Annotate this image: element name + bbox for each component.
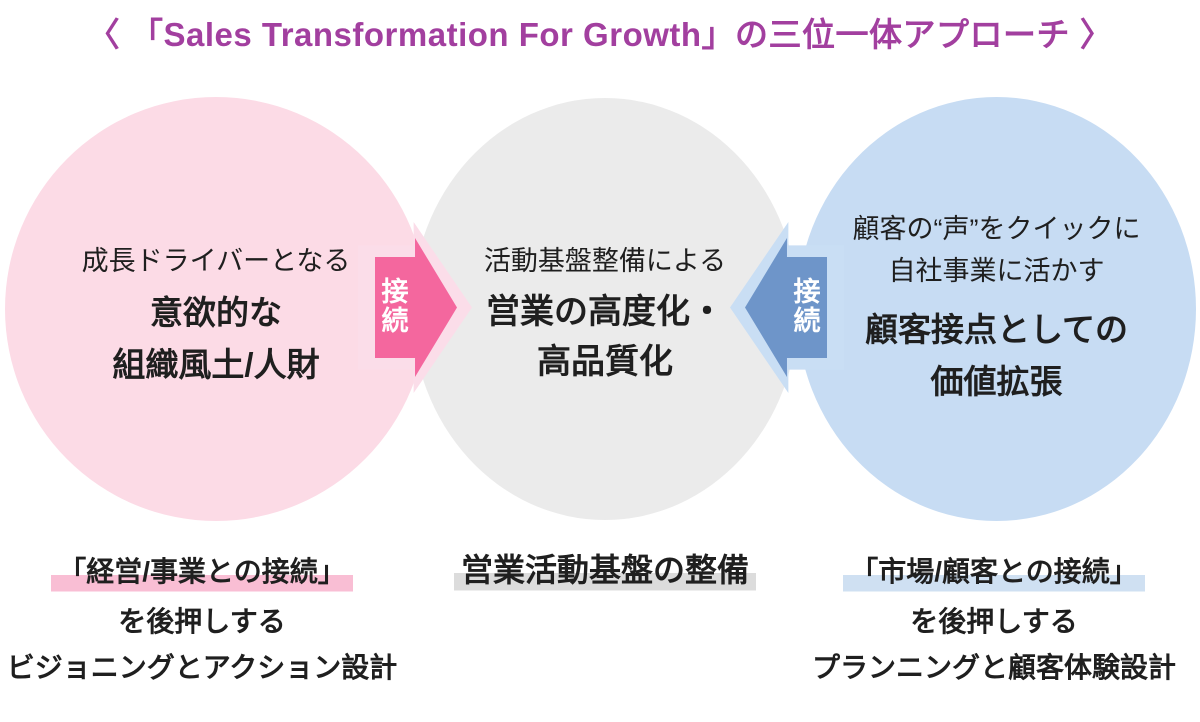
organization-subtitle: 成長ドライバーとなる	[81, 246, 351, 276]
circle-customer	[797, 97, 1196, 521]
caption-customer: 「市場/顧客との接続」 を後押しする プランニングと顧客体験設計	[788, 551, 1200, 691]
caption-sales-foundation: 営業活動基盤の整備	[412, 548, 798, 592]
caption-customer-line-3: プランニングと顧客体験設計	[811, 652, 1176, 683]
circle-text-organization: 成長ドライバーとなる 意欲的な 組織風土/人財	[5, 241, 427, 391]
circle-text-sales-foundation: 活動基盤整備による 営業の高度化・ 高品質化	[412, 241, 798, 387]
connector-right-char-2: 続	[793, 306, 821, 337]
organization-main-line-1: 意欲的な	[150, 294, 282, 331]
caption-organization-highlight: 「経営/事業との接続」	[51, 551, 353, 593]
sales-foundation-main-line-2: 高品質化	[537, 343, 673, 381]
caption-organization-highlight-line: 「経営/事業との接続」	[0, 551, 412, 593]
connector-right-char-1: 接	[793, 277, 821, 308]
caption-organization-line-2: を後押しする	[118, 606, 286, 637]
connector-left-char-2: 続	[381, 306, 409, 337]
caption-organization: 「経営/事業との接続」 を後押しする ビジョニングとアクション設計	[0, 551, 412, 691]
circle-organization	[5, 97, 427, 521]
sales-foundation-subtitle: 活動基盤整備による	[483, 246, 727, 276]
caption-customer-highlight-line: 「市場/顧客との接続」	[788, 551, 1200, 593]
connector-right-label: 接 続	[787, 257, 827, 358]
customer-main-line-1: 顧客接点としての	[864, 311, 1128, 348]
caption-sales-foundation-highlight-line: 営業活動基盤の整備	[412, 548, 798, 592]
connector-left-label: 接 続	[375, 257, 415, 358]
connector-left-char-1: 接	[381, 277, 409, 308]
customer-main-line-2: 価値拡張	[930, 363, 1063, 400]
circle-text-customer: 顧客の“声”をクイックに 自社事業に活かす 顧客接点としての 価値拡張	[797, 208, 1196, 408]
diagram-title: 〈 「Sales Transformation For Growth」の三位一体…	[86, 16, 1114, 53]
caption-customer-highlight: 「市場/顧客との接続」	[843, 551, 1145, 593]
organization-main-line-2: 組織風土/人財	[112, 346, 320, 383]
sales-foundation-main-line-1: 営業の高度化・	[486, 293, 724, 331]
caption-customer-line-2: を後押しする	[910, 606, 1078, 637]
customer-subtitle-line-1: 顧客の“声”をクイックに	[852, 214, 1141, 244]
caption-sales-foundation-highlight: 営業活動基盤の整備	[453, 548, 756, 592]
customer-subtitle-line-2: 自社事業に活かす	[888, 256, 1105, 286]
caption-organization-line-3: ビジョニングとアクション設計	[6, 652, 398, 683]
